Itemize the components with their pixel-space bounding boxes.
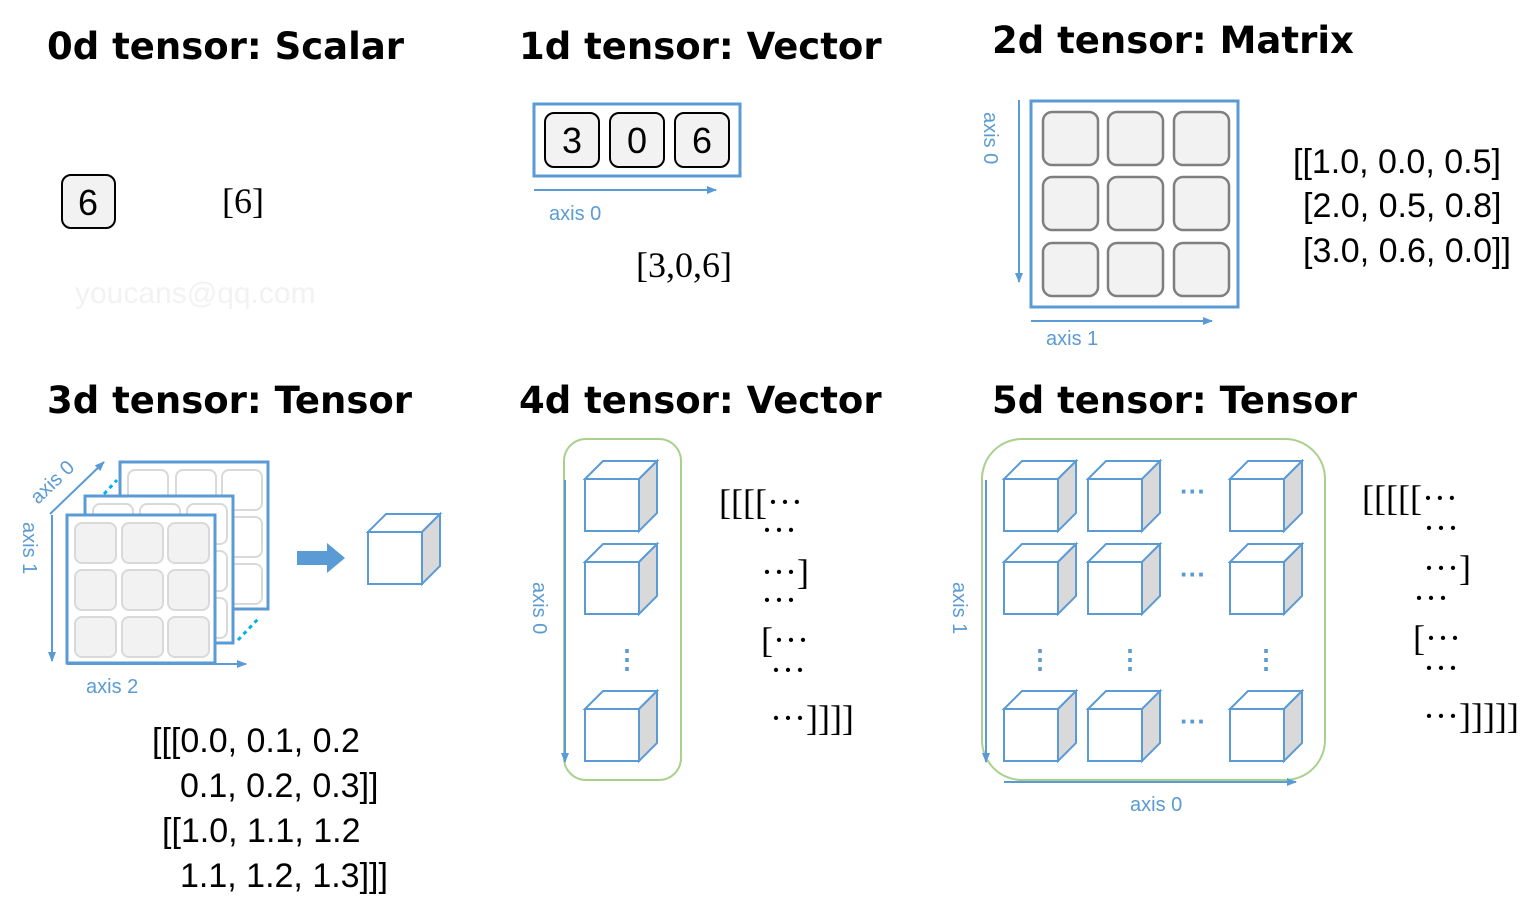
tensor4-panel: 4d tensor: Vector ⋮ axis 0 [[[[··· ··· ·… [519, 379, 882, 781]
tensor3-title: 3d tensor: Tensor [47, 379, 413, 422]
tensor4-axis-label: axis 0 [528, 582, 550, 634]
matrix-cell [1172, 241, 1231, 298]
scalar-cell [61, 174, 116, 229]
tensor3-repr-line: [[[0.0, 0.1, 0.2 [152, 722, 360, 760]
matrix-repr-line: [3.0, 0.6, 0.0]] [1303, 232, 1511, 270]
tensor3-axis1-label: axis 1 [18, 522, 40, 574]
scalar-cell-value: 6 [78, 182, 98, 223]
tensor5-vdots: ⋮ [1027, 644, 1053, 674]
tensor4-repr-line: ···]]]] [770, 698, 854, 738]
tensor3-axis0-label: axis 0 [26, 456, 79, 508]
tensor4-vdots: ⋮ [614, 644, 640, 674]
matrix-title: 2d tensor: Matrix [992, 19, 1354, 62]
tensor5-cube [1087, 543, 1161, 615]
matrix-cell [1041, 110, 1100, 167]
matrix-cell [1172, 110, 1231, 167]
tensor5-vdots: ⋮ [1117, 644, 1143, 674]
tensor5-hdots: ··· [1180, 559, 1206, 589]
tensor5-cube [1003, 460, 1077, 532]
tensor5-cube [1087, 690, 1161, 762]
tensor4-repr-line: ··· [761, 510, 797, 550]
tensor4-cube [584, 543, 658, 615]
tensor4-repr-line: ···] [761, 552, 809, 592]
vector-cell-value: 0 [627, 120, 647, 161]
matrix-axis0-label: axis 0 [979, 112, 1001, 164]
tensor5-axis1-label: axis 1 [948, 582, 970, 634]
watermark: youcans@qq.com [75, 277, 316, 310]
tensor5-repr-line: ···] [1423, 548, 1471, 588]
tensor5-axis0-label: axis 0 [1130, 794, 1182, 816]
tensor5-cube [1229, 543, 1303, 615]
matrix-axis1-label: axis 1 [1046, 328, 1098, 350]
matrix-cell [1106, 175, 1165, 232]
tensor3-axis0-arrow [49, 461, 105, 515]
matrix-cell [1106, 241, 1165, 298]
matrix-repr-line: [[1.0, 0.0, 0.5] [1293, 143, 1501, 181]
tensor3-repr-line: 0.1, 0.2, 0.3]] [180, 767, 378, 805]
tensor3-depth-dots [236, 617, 260, 642]
tensor3-block-arrow [297, 543, 345, 573]
tensor3-panel: 3d tensor: Tensor axis 0 axis 1 [18, 379, 443, 895]
tensor5-title: 5d tensor: Tensor [992, 379, 1358, 422]
tensor4-repr-line: [[[[··· [719, 482, 803, 522]
scalar-panel: 0d tensor: Scalar 6 [6] [47, 25, 405, 229]
vector-cell-value: 3 [562, 120, 582, 161]
vector-cell [544, 112, 600, 168]
vector-repr: [3,0,6] [636, 245, 732, 285]
tensor5-repr-line: ··· [1423, 508, 1459, 548]
tensor4-cube [584, 690, 658, 762]
scalar-repr: [6] [222, 181, 264, 221]
tensor5-repr-line: ··· [1423, 648, 1459, 688]
tensor5-cube [1087, 460, 1161, 532]
matrix-panel: 2d tensor: Matrix axis 0 axis 1 [[1.0, 0… [979, 19, 1511, 350]
tensor5-cube [1229, 460, 1303, 532]
vector-frame [532, 102, 742, 178]
tensor5-cube [1229, 690, 1303, 762]
tensor4-repr-line: ··· [770, 650, 806, 690]
tensor3-depth-dots [102, 478, 119, 496]
tensor5-hdots: ··· [1180, 476, 1206, 506]
tensor5-vdots: ⋮ [1253, 644, 1279, 674]
tensor5-repr-line: ···]]]]] [1423, 696, 1519, 736]
tensor5-panel: 5d tensor: Tensor ··· ··· ··· ⋮ ⋮ ⋮ axis… [948, 379, 1519, 816]
matrix-cell [1172, 175, 1231, 232]
vector-cell [674, 112, 730, 168]
tensor5-cube [1003, 690, 1077, 762]
tensor5-hdots: ··· [1180, 706, 1206, 736]
scalar-title: 0d tensor: Scalar [47, 25, 405, 68]
tensor3-repr-line: [[1.0, 1.1, 1.2 [162, 812, 360, 850]
vector-axis-label: axis 0 [549, 203, 601, 225]
matrix-cell [1041, 175, 1100, 232]
vector-cell [609, 112, 665, 168]
tensor4-title: 4d tensor: Vector [519, 379, 882, 422]
vector-cell-value: 6 [692, 120, 712, 161]
vector-title: 1d tensor: Vector [519, 25, 882, 68]
tensor3-cube [365, 511, 443, 587]
tensor5-cube [1003, 543, 1077, 615]
tensor4-repr-line: ··· [761, 580, 797, 620]
matrix-frame [1029, 99, 1240, 309]
tensor4-cube [584, 460, 658, 532]
vector-panel: 1d tensor: Vector 3 0 6 axis 0 [3,0,6] [519, 25, 882, 285]
matrix-cell [1041, 241, 1100, 298]
tensor3-axis2-label: axis 2 [86, 676, 138, 698]
matrix-cells [1041, 110, 1231, 298]
tensor5-container [981, 438, 1326, 781]
tensor4-repr-line: [··· [761, 620, 809, 660]
matrix-cell [1106, 110, 1165, 167]
tensor5-repr-line: ··· [1413, 578, 1449, 618]
tensor5-repr-line: [[[[[··· [1362, 478, 1458, 518]
tensor3-repr-line: 1.1, 1.2, 1.3]]] [180, 857, 388, 895]
matrix-repr-line: [2.0, 0.5, 0.8] [1303, 187, 1501, 225]
tensor5-repr-line: [··· [1413, 618, 1461, 658]
